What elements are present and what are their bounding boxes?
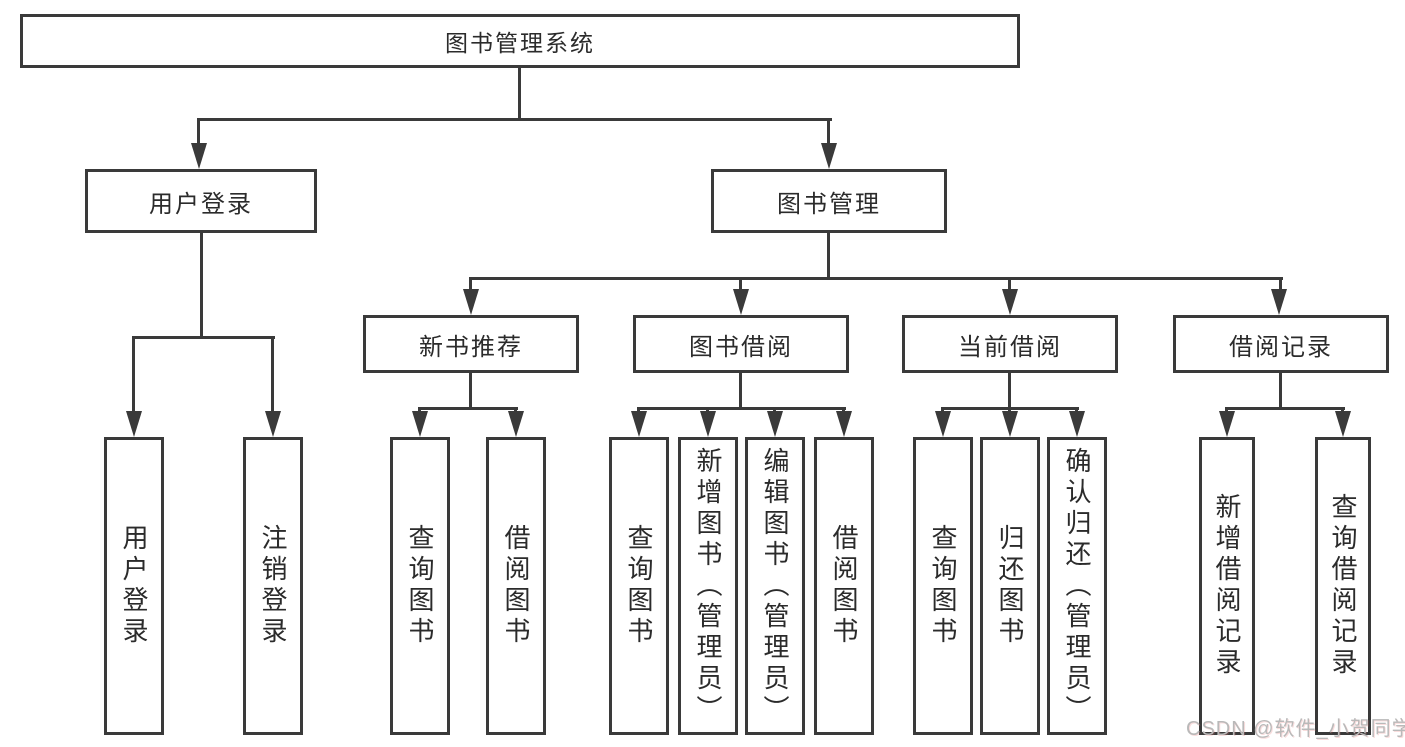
arrowhead-down — [1002, 411, 1018, 437]
arrowhead-down — [412, 411, 428, 437]
leaf-current-query-books: 查询图书 — [913, 437, 973, 735]
csdn-watermark: CSDN @软件_小贺同学 — [1186, 718, 1405, 740]
leaf-borrowing-query-books: 查询图书 — [609, 437, 669, 735]
arrowhead-down — [836, 411, 852, 437]
connector-line — [198, 118, 832, 121]
node-new-book-recommend: 新书推荐 — [363, 315, 579, 373]
leaf-borrowing-borrow-books: 借阅图书 — [814, 437, 874, 735]
connector-line — [739, 373, 742, 410]
arrowhead-down — [265, 411, 281, 437]
leaf-records-query-record: 查询借阅记录 — [1315, 437, 1371, 735]
leaf-logout-label: 注销登录 — [258, 524, 288, 648]
leaf-borrowing-edit-books-admin-label: 编辑图书（管理员） — [760, 446, 790, 726]
node-book-borrowing: 图书借阅 — [633, 315, 849, 373]
connector-line — [1008, 373, 1011, 410]
leaf-records-add-record: 新增借阅记录 — [1199, 437, 1255, 735]
connector-line — [827, 118, 830, 148]
node-book-borrowing-label: 图书借阅 — [689, 333, 793, 361]
node-user-login-label: 用户登录 — [149, 190, 253, 218]
leaf-user-login: 用户登录 — [104, 437, 164, 735]
leaf-user-login-label: 用户登录 — [119, 524, 149, 648]
arrowhead-down — [191, 143, 207, 169]
leaf-logout: 注销登录 — [243, 437, 303, 735]
connector-line — [200, 233, 203, 338]
leaf-records-add-record-label: 新增借阅记录 — [1212, 493, 1242, 679]
node-book-management-label: 图书管理 — [777, 190, 881, 218]
leaf-records-query-record-label: 查询借阅记录 — [1328, 493, 1358, 679]
connector-line — [132, 336, 135, 414]
arrowhead-down — [1219, 411, 1235, 437]
node-current-borrowing: 当前借阅 — [902, 315, 1118, 373]
connector-line — [1279, 373, 1282, 410]
leaf-current-return-books-label: 归还图书 — [995, 524, 1025, 648]
leaf-borrowing-add-books-admin: 新增图书（管理员） — [678, 437, 738, 735]
connector-line — [739, 277, 742, 292]
connector-line — [133, 336, 275, 339]
node-borrowing-records-label: 借阅记录 — [1229, 333, 1333, 361]
arrowhead-down — [733, 289, 749, 315]
arrowhead-down — [767, 411, 783, 437]
arrowhead-down — [1271, 289, 1287, 315]
leaf-recommend-borrow-books-label: 借阅图书 — [501, 524, 531, 648]
arrowhead-down — [463, 289, 479, 315]
connector-line — [1279, 277, 1282, 292]
arrowhead-down — [1335, 411, 1351, 437]
connector-line — [518, 68, 521, 118]
connector-line — [197, 118, 200, 148]
connector-line — [1225, 407, 1345, 410]
arrowhead-down — [508, 411, 524, 437]
leaf-borrowing-edit-books-admin: 编辑图书（管理员） — [745, 437, 805, 735]
connector-line — [271, 336, 274, 414]
node-borrowing-records: 借阅记录 — [1173, 315, 1389, 373]
node-root-library-system: 图书管理系统 — [20, 14, 1020, 68]
arrowhead-down — [631, 411, 647, 437]
node-user-login: 用户登录 — [85, 169, 317, 233]
leaf-recommend-borrow-books: 借阅图书 — [486, 437, 546, 735]
node-root-label: 图书管理系统 — [445, 30, 595, 56]
connector-line — [469, 277, 1283, 280]
connector-line — [469, 277, 472, 292]
connector-line — [418, 407, 518, 410]
arrowhead-down — [935, 411, 951, 437]
leaf-current-confirm-return-admin: 确认归还（管理员） — [1047, 437, 1107, 735]
leaf-recommend-query-books-label: 查询图书 — [405, 524, 435, 648]
arrowhead-down — [1002, 289, 1018, 315]
leaf-current-confirm-return-admin-label: 确认归还（管理员） — [1062, 446, 1092, 726]
leaf-borrowing-add-books-admin-label: 新增图书（管理员） — [693, 446, 723, 726]
leaf-current-return-books: 归还图书 — [980, 437, 1040, 735]
leaf-recommend-query-books: 查询图书 — [390, 437, 450, 735]
node-book-management: 图书管理 — [711, 169, 947, 233]
leaf-borrowing-query-books-label: 查询图书 — [624, 524, 654, 648]
arrowhead-down — [700, 411, 716, 437]
connector-line — [637, 407, 846, 410]
arrowhead-down — [126, 411, 142, 437]
connector-line — [827, 233, 830, 277]
connector-line — [1008, 277, 1011, 292]
arrowhead-down — [1069, 411, 1085, 437]
leaf-current-query-books-label: 查询图书 — [928, 524, 958, 648]
arrowhead-down — [821, 143, 837, 169]
node-new-book-recommend-label: 新书推荐 — [419, 333, 523, 361]
node-current-borrowing-label: 当前借阅 — [958, 333, 1062, 361]
leaf-borrowing-borrow-books-label: 借阅图书 — [829, 524, 859, 648]
connector-line — [469, 373, 472, 410]
